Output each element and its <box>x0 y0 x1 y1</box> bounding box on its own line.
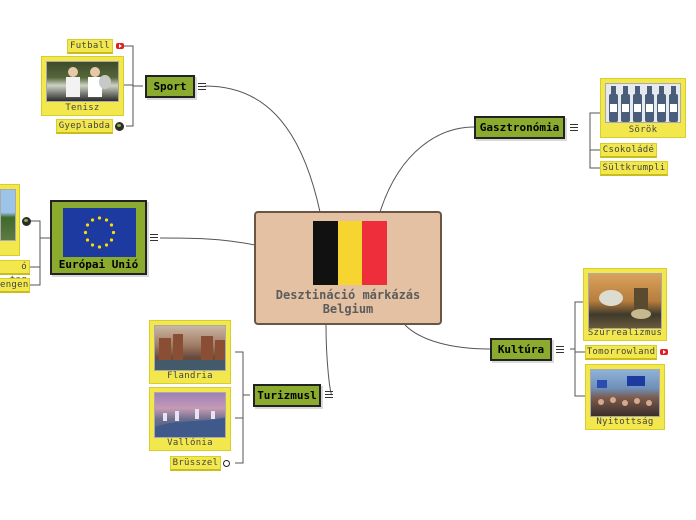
eu-stars <box>83 216 116 249</box>
subtopic-football[interactable]: Futball <box>67 39 113 54</box>
subtopic-beers[interactable]: Sörök <box>600 78 686 138</box>
subtopic-schengen-label: engen <box>0 280 29 290</box>
central-title: Desztináció márkázás Belgium <box>256 288 440 316</box>
topic-sport-label: Sport <box>153 80 187 93</box>
subtopic-eu-member[interactable]: ó tag <box>0 260 30 285</box>
topic-sport[interactable]: Sport <box>145 75 195 98</box>
subtopic-openness-label: Nyitottság <box>596 417 654 427</box>
globe-icon[interactable] <box>22 217 31 226</box>
subtopic-brussels-label: Brüsszel <box>172 458 219 468</box>
tennis-image <box>46 61 119 102</box>
subtopic-fries-label: Sültkrumpli <box>602 163 666 173</box>
subtopic-fries[interactable]: Sültkrumpli <box>600 161 668 176</box>
wallonia-image <box>154 392 226 438</box>
central-topic[interactable]: Desztináció márkázás Belgium <box>254 211 442 325</box>
flanders-image <box>154 325 226 371</box>
note-icon[interactable] <box>198 83 206 90</box>
topic-gastronomy[interactable]: Gasztronómia <box>474 116 565 139</box>
subtopic-chocolate-label: Csokoládé <box>602 145 655 155</box>
openness-image <box>590 369 660 417</box>
subtopic-tomorrowland-label: Tomorrowland <box>586 347 656 357</box>
belgium-flag-image <box>313 221 388 285</box>
subtopic-tomorrowland[interactable]: Tomorrowland <box>585 345 657 360</box>
subtopic-flanders-label: Flandria <box>167 371 213 381</box>
subtopic-surrealism-label: Szürrealizmus <box>587 328 663 338</box>
subtopic-schengen[interactable]: engen <box>0 278 30 293</box>
subtopic-wallonia-label: Vallónia <box>167 438 213 448</box>
youtube-icon[interactable] <box>660 349 668 355</box>
note-icon[interactable] <box>570 124 578 131</box>
central-title-line-2: Belgium <box>322 302 374 316</box>
youtube-icon[interactable] <box>116 43 124 49</box>
subtopic-openness[interactable]: Nyitottság <box>585 364 665 430</box>
subtopic-eu-image[interactable] <box>0 184 20 256</box>
topic-culture-label: Kultúra <box>497 343 545 356</box>
subtopic-football-label: Futball <box>69 41 111 51</box>
subtopic-surrealism[interactable]: Szürrealizmus <box>583 268 667 341</box>
note-icon[interactable] <box>556 346 564 353</box>
subtopic-beers-label: Sörök <box>628 125 658 135</box>
note-icon[interactable] <box>150 234 158 241</box>
note-icon[interactable] <box>325 391 333 398</box>
topic-eu-label: Európai Unió <box>58 258 139 271</box>
subtopic-chocolate[interactable]: Csokoládé <box>600 143 657 158</box>
globe-icon[interactable] <box>115 122 124 131</box>
subtopic-tennis[interactable]: Tenisz <box>41 56 124 116</box>
surrealism-image <box>588 273 662 329</box>
subtopic-wallonia[interactable]: Vallónia <box>149 387 231 451</box>
subtopic-brussels[interactable]: Brüsszel <box>170 456 221 471</box>
beers-image <box>605 83 681 123</box>
topic-culture[interactable]: Kultúra <box>490 338 552 361</box>
subtopic-tennis-label: Tenisz <box>65 103 100 113</box>
link-icon[interactable] <box>223 460 230 467</box>
topic-gastronomy-label: Gasztronómia <box>479 121 560 134</box>
topic-eu[interactable]: Európai Unió <box>50 200 147 275</box>
subtopic-pigeon[interactable]: Gyeplabda <box>56 119 113 134</box>
eu-flag-image <box>63 208 136 257</box>
central-title-line-1: Desztináció márkázás <box>275 288 421 302</box>
subtopic-flanders[interactable]: Flandria <box>149 320 231 384</box>
subtopic-pigeon-label: Gyeplabda <box>58 121 111 131</box>
topic-tourism-label: Turizmusl <box>257 389 317 402</box>
topic-tourism[interactable]: Turizmusl <box>253 384 321 407</box>
eu-building-image <box>0 189 16 241</box>
